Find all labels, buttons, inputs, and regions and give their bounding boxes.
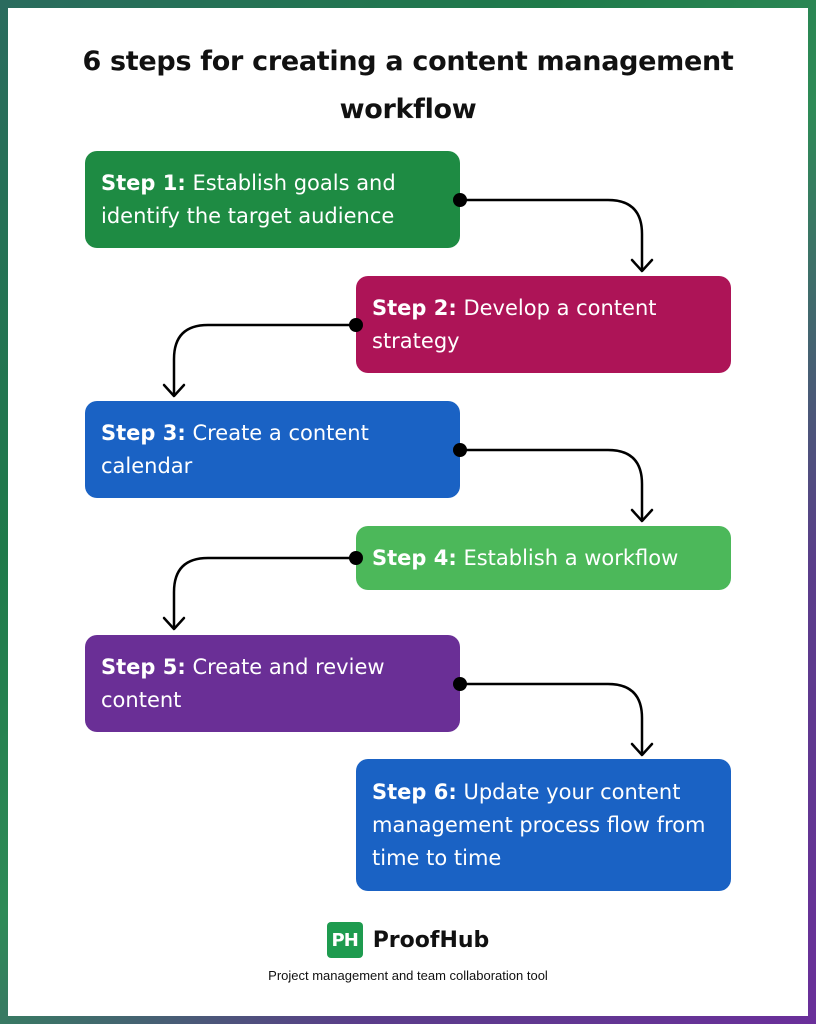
step-6-text: Update your content management process f… — [372, 779, 706, 870]
proofhub-logo-icon: PH — [326, 922, 363, 958]
step-4-text: Establish a workflow — [463, 545, 679, 570]
step-3-box: Step 3: Create a content calendar — [85, 401, 460, 498]
connector-5-6 — [458, 682, 644, 756]
step-3-label: Step 3: — [101, 420, 186, 445]
brand-name: ProofHub — [372, 927, 490, 953]
step-5-box: Step 5: Create and review content — [85, 635, 460, 732]
connector-1-2 — [458, 198, 644, 272]
connector-3-4 — [458, 448, 644, 522]
arrowhead-4-5 — [162, 616, 186, 631]
infographic-canvas: 6 steps for creating a content managemen… — [8, 8, 808, 1016]
arrowhead-1-2 — [630, 258, 654, 273]
arrowhead-5-6 — [630, 742, 654, 757]
step-2-text: Develop a content strategy — [372, 295, 657, 353]
brand-tagline: Project management and team collaboratio… — [268, 968, 548, 983]
step-4-box: Step 4: Establish a workflow — [356, 526, 731, 590]
connector-4-5 — [172, 556, 358, 630]
page-title: 6 steps for creating a content managemen… — [82, 46, 734, 125]
step-1-label: Step 1: — [101, 170, 186, 195]
step-5-label: Step 5: — [101, 654, 186, 679]
step-2-box: Step 2: Develop a content strategy — [356, 276, 731, 373]
step-5-text: Create and review content — [101, 654, 385, 712]
brand-logo: PH ProofHub — [8, 920, 808, 960]
step-1-box: Step 1: Establish goals and identify the… — [85, 151, 460, 248]
arrowhead-3-4 — [630, 508, 654, 523]
step-3-text: Create a content calendar — [101, 420, 369, 478]
connector-2-3 — [172, 323, 358, 397]
step-2-label: Step 2: — [372, 295, 457, 320]
step-4-label: Step 4: — [372, 545, 457, 570]
step-6-box: Step 6: Update your content management p… — [356, 759, 731, 891]
step-1-text: Establish goals and identify the target … — [101, 170, 396, 228]
arrowhead-2-3 — [162, 383, 186, 398]
step-6-label: Step 6: — [372, 779, 457, 804]
